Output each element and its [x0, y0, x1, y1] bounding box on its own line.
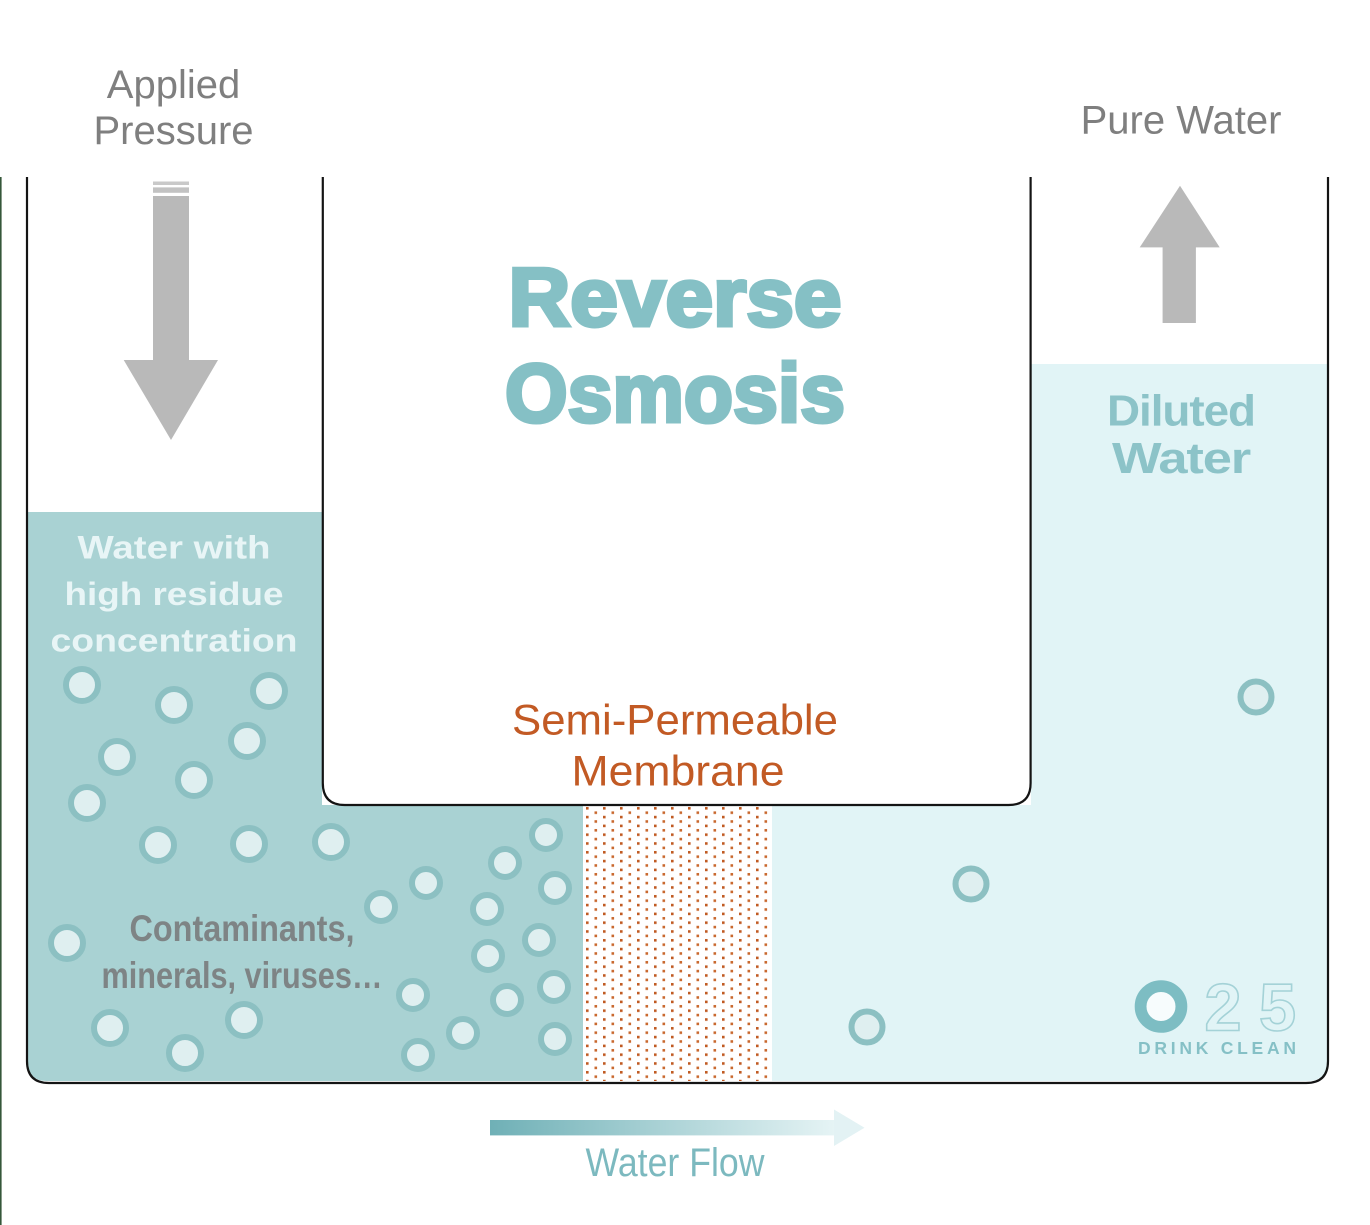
svg-text:Applied: Applied [107, 63, 240, 107]
svg-text:Water Flow: Water Flow [586, 1141, 765, 1185]
svg-text:minerals, viruses…: minerals, viruses… [102, 955, 383, 996]
svg-text:2: 2 [1204, 971, 1241, 1046]
svg-text:concentration: concentration [51, 623, 298, 659]
svg-text:Osmosis: Osmosis [505, 346, 845, 439]
svg-text:Reverse: Reverse [509, 251, 842, 344]
svg-text:Membrane: Membrane [572, 748, 785, 796]
svg-text:high residue: high residue [65, 576, 284, 612]
svg-text:Water: Water [1112, 434, 1251, 483]
svg-text:Pressure: Pressure [93, 109, 253, 153]
svg-text:DRINK CLEAN: DRINK CLEAN [1138, 1038, 1301, 1058]
svg-text:Contaminants,: Contaminants, [130, 908, 355, 949]
svg-text:Pure Water: Pure Water [1081, 99, 1282, 143]
svg-text:Semi-Permeable: Semi-Permeable [512, 697, 838, 745]
svg-text:5: 5 [1259, 971, 1296, 1046]
svg-text:Water with: Water with [78, 530, 271, 566]
svg-text:Diluted: Diluted [1107, 387, 1255, 436]
